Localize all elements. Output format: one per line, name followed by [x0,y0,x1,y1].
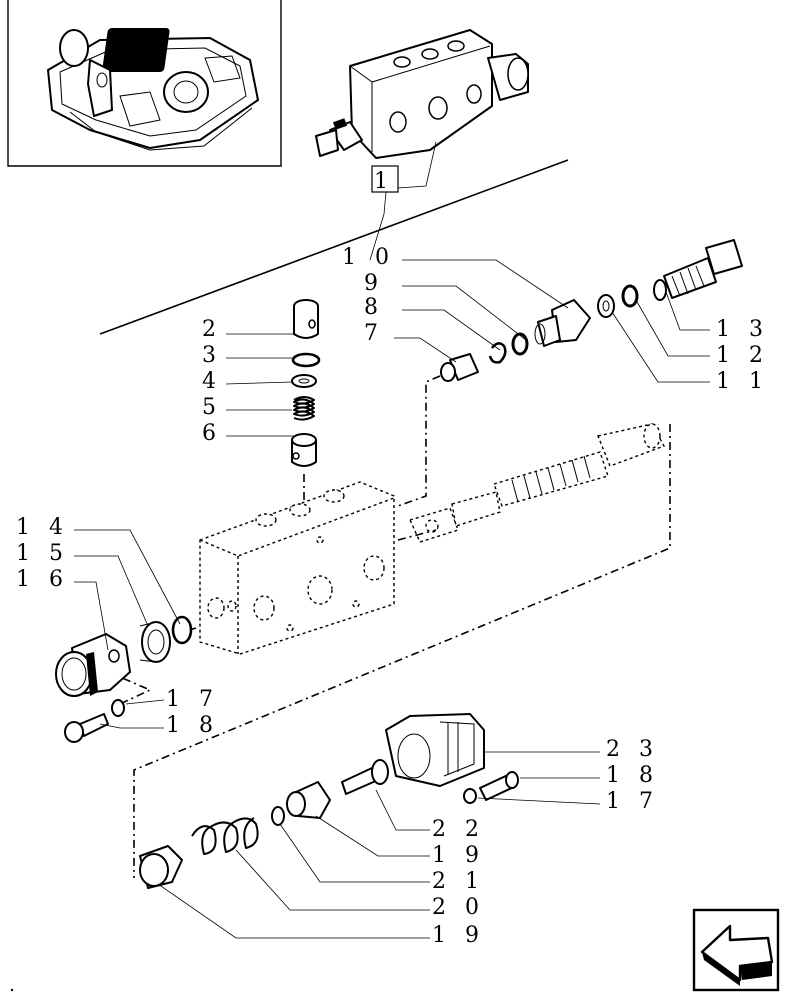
leader-lines [74,259,710,939]
part-20-spring [191,817,259,855]
callout-22: 2 2 [432,817,485,842]
callout-7: 7 [364,321,384,346]
top-valve-assembly [315,29,529,159]
part-12-oring [621,284,639,308]
callout-17-left: 1 7 [166,687,219,712]
callout-14: 1 4 [16,515,69,540]
callout-9: 9 [364,271,384,296]
part-19-cap [139,845,183,889]
callout-19-lower: 1 9 [432,923,485,948]
callout-labels: 1 0 9 8 7 1 3 1 2 1 1 2 3 4 5 6 1 4 1 5 … [16,245,769,948]
reference-box-label: 1 [374,169,394,194]
callout-19-upper: 1 9 [432,843,485,868]
part-18-screw-right [479,771,519,801]
part-19-piston [286,781,331,819]
part-22-stem [341,759,389,795]
part-5-spring [293,396,315,421]
callout-23: 2 3 [606,737,659,762]
part-2-plug [293,299,319,339]
callout-2: 2 [202,317,222,342]
callout-21: 2 1 [432,869,485,894]
callout-18-right: 1 8 [606,763,659,788]
part-17-washer-left [111,699,125,717]
part-21-washer [271,806,285,826]
valve-body [199,481,395,655]
part-3-oring [291,352,321,368]
page-dot [10,988,14,992]
part-10-fitting [534,299,591,347]
callout-18-left: 1 8 [166,713,219,738]
inset-housing-illustration [47,28,259,151]
part-9-ring [511,332,529,356]
reference-box: 1 [369,141,437,261]
back-nav-button[interactable] [692,908,780,992]
callout-15: 1 5 [16,541,69,566]
callout-11: 1 1 [716,369,769,394]
part-13-plug [653,239,743,301]
callout-20: 2 0 [432,895,485,920]
callout-6: 6 [202,421,222,446]
spool [409,423,666,543]
part-11-washer [597,294,615,318]
callout-17-right: 1 7 [606,789,659,814]
part-17-washer-right [463,788,477,804]
part-16-cap [55,633,131,697]
callout-13: 1 3 [716,317,769,342]
section-divider-line [99,159,569,335]
callout-12: 1 2 [716,343,769,368]
part-18-screw-left [64,713,109,743]
inset-frame [7,0,282,167]
callout-4: 4 [202,369,222,394]
part-4-washer [291,374,317,388]
callout-16: 1 6 [16,567,69,592]
callout-5: 5 [202,395,222,420]
callout-3: 3 [202,343,222,368]
part-7-pin [440,353,479,382]
part-14-oring [171,615,193,645]
part-6-sleeve [291,433,317,467]
part-8-clip [488,342,507,364]
part-15-bearing [139,621,171,663]
callout-10: 1 0 [342,245,395,270]
arrow-back-icon [700,924,774,986]
part-23-housing [385,713,485,787]
callout-8: 8 [364,295,384,320]
